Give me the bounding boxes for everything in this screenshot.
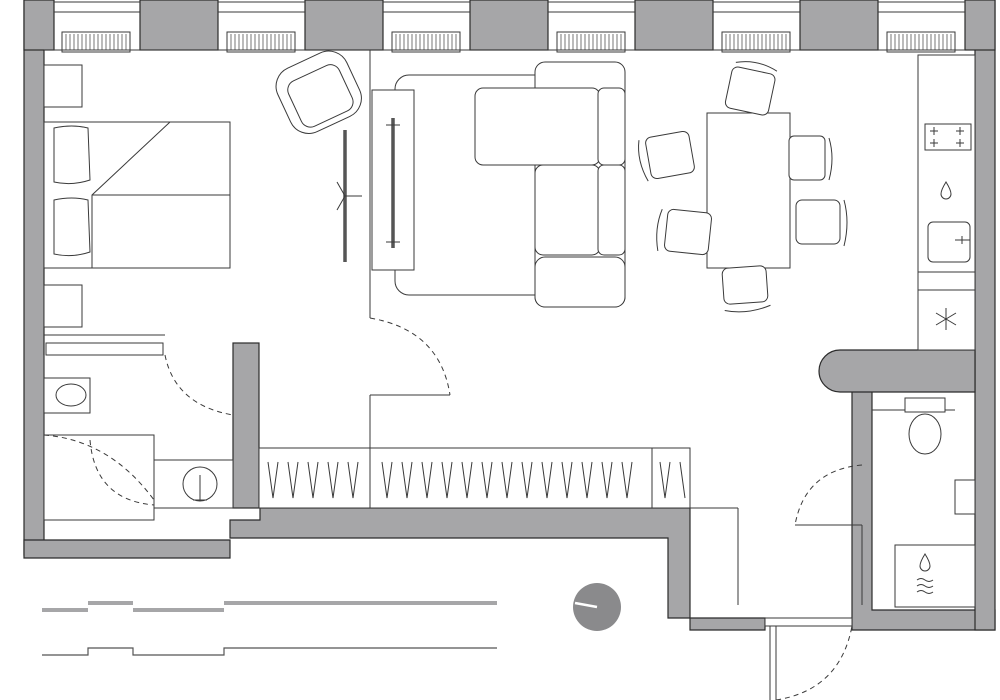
pier-3 <box>304 0 384 51</box>
dining-table[interactable] <box>706 112 791 269</box>
wall-round-partition <box>818 349 976 393</box>
wardrobe[interactable] <box>258 447 691 509</box>
cooktop[interactable] <box>924 123 972 151</box>
nightstand-top <box>43 64 83 108</box>
walls <box>23 0 996 631</box>
pillow-top <box>53 125 91 185</box>
bath-door-swing <box>164 354 234 416</box>
armchair[interactable] <box>270 45 368 141</box>
snowflake-icon <box>935 308 957 330</box>
waves-icon <box>916 578 934 594</box>
droplet-icon-2 <box>919 553 931 572</box>
pier-2 <box>139 0 219 51</box>
living-door-swing <box>369 317 451 396</box>
pier-5 <box>634 0 714 51</box>
pillow-bottom <box>53 197 91 257</box>
toilet-cistern <box>904 397 946 413</box>
toilet-room <box>894 397 976 608</box>
pier-6 <box>799 0 879 51</box>
wall-right <box>974 0 996 631</box>
dining-area <box>636 58 848 313</box>
nightstand-bottom <box>43 284 83 328</box>
dining-chairs[interactable] <box>636 58 848 313</box>
toilet[interactable] <box>908 413 942 455</box>
windows <box>54 1 965 53</box>
living-room <box>371 61 626 308</box>
bath-partition <box>232 342 260 509</box>
interior-lines <box>43 49 965 605</box>
bed-cover <box>91 121 230 268</box>
droplet-icon <box>940 181 952 200</box>
bathroom <box>43 342 234 521</box>
radiators <box>61 31 956 53</box>
kitchen-counter <box>917 54 976 351</box>
pier-7 <box>964 0 996 51</box>
wc-door-swing <box>794 464 863 526</box>
wall-bottom-corridor <box>229 507 766 631</box>
wall-left <box>23 0 45 556</box>
pier-1 <box>23 0 55 51</box>
washing-machine[interactable] <box>894 544 976 608</box>
scale-bar <box>42 601 497 656</box>
wall-bottom-left <box>23 539 231 559</box>
compass-icon <box>573 583 621 631</box>
bedroom <box>43 45 368 328</box>
entrance-door[interactable] <box>764 617 853 700</box>
kitchen <box>917 54 976 351</box>
shower-door-swing <box>89 439 155 506</box>
doors <box>89 317 863 700</box>
pier-4 <box>469 0 549 51</box>
wc-basin[interactable] <box>954 479 976 515</box>
shower-area <box>43 434 155 521</box>
bath-wall-stub <box>45 342 164 356</box>
sofa[interactable] <box>474 61 626 308</box>
tv-stand <box>336 181 362 211</box>
kitchen-sink[interactable] <box>927 221 971 263</box>
